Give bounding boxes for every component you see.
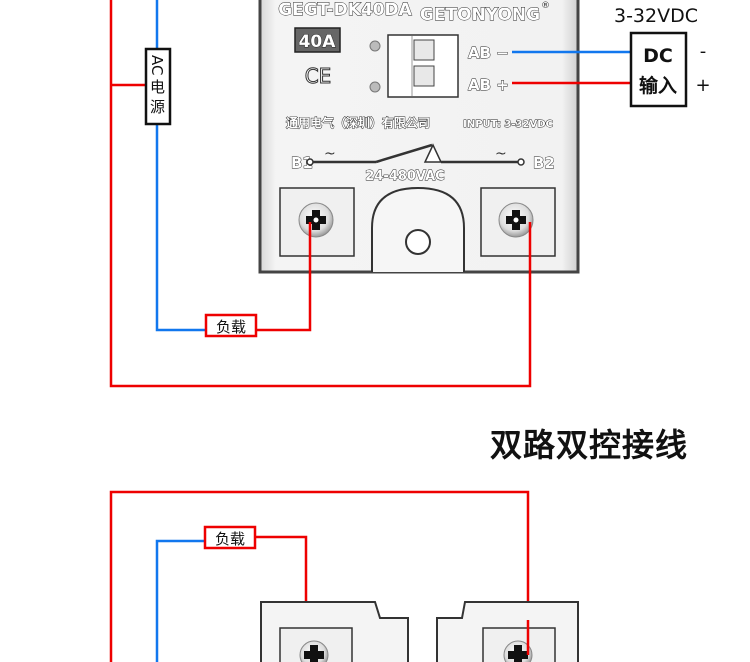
screw-terminal-b2	[480, 187, 556, 257]
current-rating: 40A	[299, 32, 337, 52]
ac-source-label-cn: 电源	[150, 78, 165, 116]
dc-input-label-line2: 输入	[639, 74, 677, 97]
ac-neutral-wire-bottom	[155, 124, 206, 332]
input-spec: INPUT: 3-32VDC	[463, 119, 553, 130]
load-label-2: 负载	[215, 530, 245, 548]
terminal-ab-minus: AB −	[468, 44, 509, 62]
section-title: 双路双控接线	[490, 426, 689, 464]
ac-live-wire-outer	[109, 0, 532, 388]
device-model: GEGT-DK40DA	[278, 0, 412, 20]
current-rating-badge	[294, 27, 341, 53]
terminal-ab-plus: AB +	[468, 76, 509, 94]
dc-minus-sign: -	[700, 41, 707, 62]
dc-input-box: 3-32VDC DC 输入 - +	[614, 5, 711, 108]
dc-plus-sign: +	[695, 75, 710, 96]
terminal-b1-label: B1	[291, 154, 313, 172]
registered-mark: ®	[541, 1, 550, 11]
load-box-2: 负载	[203, 525, 257, 550]
dc-voltage-label: 3-32VDC	[614, 5, 698, 27]
mounting-tab	[371, 186, 465, 272]
tilde-right: ~	[495, 146, 507, 162]
indicator-led-top	[369, 40, 381, 52]
live-wire-outer-2	[109, 490, 530, 662]
terminal-b2-label: B2	[533, 154, 555, 172]
neutral-wire-2	[155, 539, 205, 662]
ac-source-char-2: 源	[150, 98, 165, 116]
terminal-slot-plus	[413, 65, 435, 87]
terminal-slot-minus	[413, 39, 435, 61]
load-to-b1-wire	[256, 222, 312, 332]
device-brand: GETONYONG	[420, 5, 540, 25]
dc-terminal-block	[387, 34, 459, 98]
ac-source-box: AC 电源	[144, 47, 172, 126]
ac-source-label-ac: AC	[148, 55, 166, 75]
screw-terminal-b1	[279, 187, 355, 257]
load-label-1: 负载	[216, 318, 246, 336]
indicator-led-bottom	[369, 81, 381, 93]
ce-mark: CE	[305, 64, 332, 88]
company-name: 通用电气（深圳）有限公司	[286, 115, 430, 130]
mounting-hole	[405, 229, 431, 255]
load-box-1: 负载	[204, 313, 258, 338]
tilde-left: ~	[324, 146, 336, 162]
load-voltage-spec: 24-480VAC	[365, 169, 444, 184]
ac-source-char-1: 电	[150, 78, 165, 96]
ssr-device-2-left	[260, 601, 409, 662]
dc-input-label-line1: DC	[643, 45, 673, 67]
switch-symbol: B1 ~ ~ B2 24-480VAC	[291, 143, 555, 184]
ssr-device-1: GEGT-DK40DA GETONYONG ® 40A CE AB − AB +…	[258, 0, 580, 274]
ssr-device-2-right	[436, 601, 579, 662]
